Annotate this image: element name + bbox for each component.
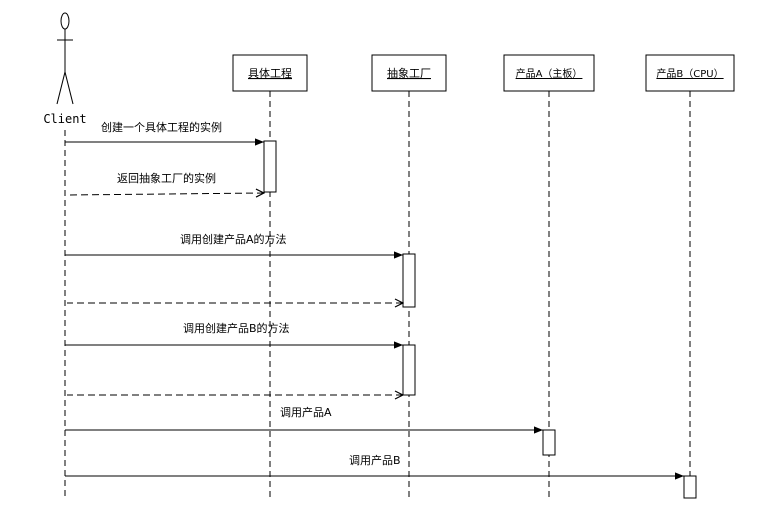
message-return-abstract-factory: 返回抽象工厂的实例 xyxy=(66,171,264,195)
participant-label: 产品B（CPU） xyxy=(656,67,723,80)
message-call-product-a: 调用产品A xyxy=(65,405,543,434)
stick-figure-icon xyxy=(56,12,74,105)
participant-product-a: 产品A（主板） xyxy=(503,54,595,92)
client-actor: Client xyxy=(43,12,87,126)
activation-bar xyxy=(683,475,697,499)
activation-bar xyxy=(402,344,416,396)
participant-label: 具体工程 xyxy=(248,66,292,80)
participant-abstract-factory: 抽象工厂 xyxy=(371,54,447,92)
message-label: 调用产品B xyxy=(349,453,401,467)
message-create-product-a: 调用创建产品A的方法 xyxy=(65,232,403,259)
message-call-product-b: 调用产品B xyxy=(65,453,684,480)
actor-label: Client xyxy=(43,112,86,126)
message-label: 创建一个具体工程的实例 xyxy=(101,120,222,134)
message-label: 调用产品A xyxy=(280,405,332,419)
participant-label: 抽象工厂 xyxy=(387,66,431,80)
activation-bar xyxy=(263,140,277,193)
message-create-product-b: 调用创建产品B的方法 xyxy=(65,321,403,349)
activation-bar xyxy=(402,253,416,308)
participant-product-b: 产品B（CPU） xyxy=(645,54,735,92)
message-label: 返回抽象工厂的实例 xyxy=(117,171,216,185)
message-create-concrete-factory: 创建一个具体工程的实例 xyxy=(65,120,264,146)
activation-bar xyxy=(542,429,556,456)
message-label: 调用创建产品A的方法 xyxy=(180,232,287,246)
message-label: 调用创建产品B的方法 xyxy=(183,321,290,335)
participant-concrete-factory: 具体工程 xyxy=(232,54,308,92)
participant-label: 产品A（主板） xyxy=(516,67,583,80)
